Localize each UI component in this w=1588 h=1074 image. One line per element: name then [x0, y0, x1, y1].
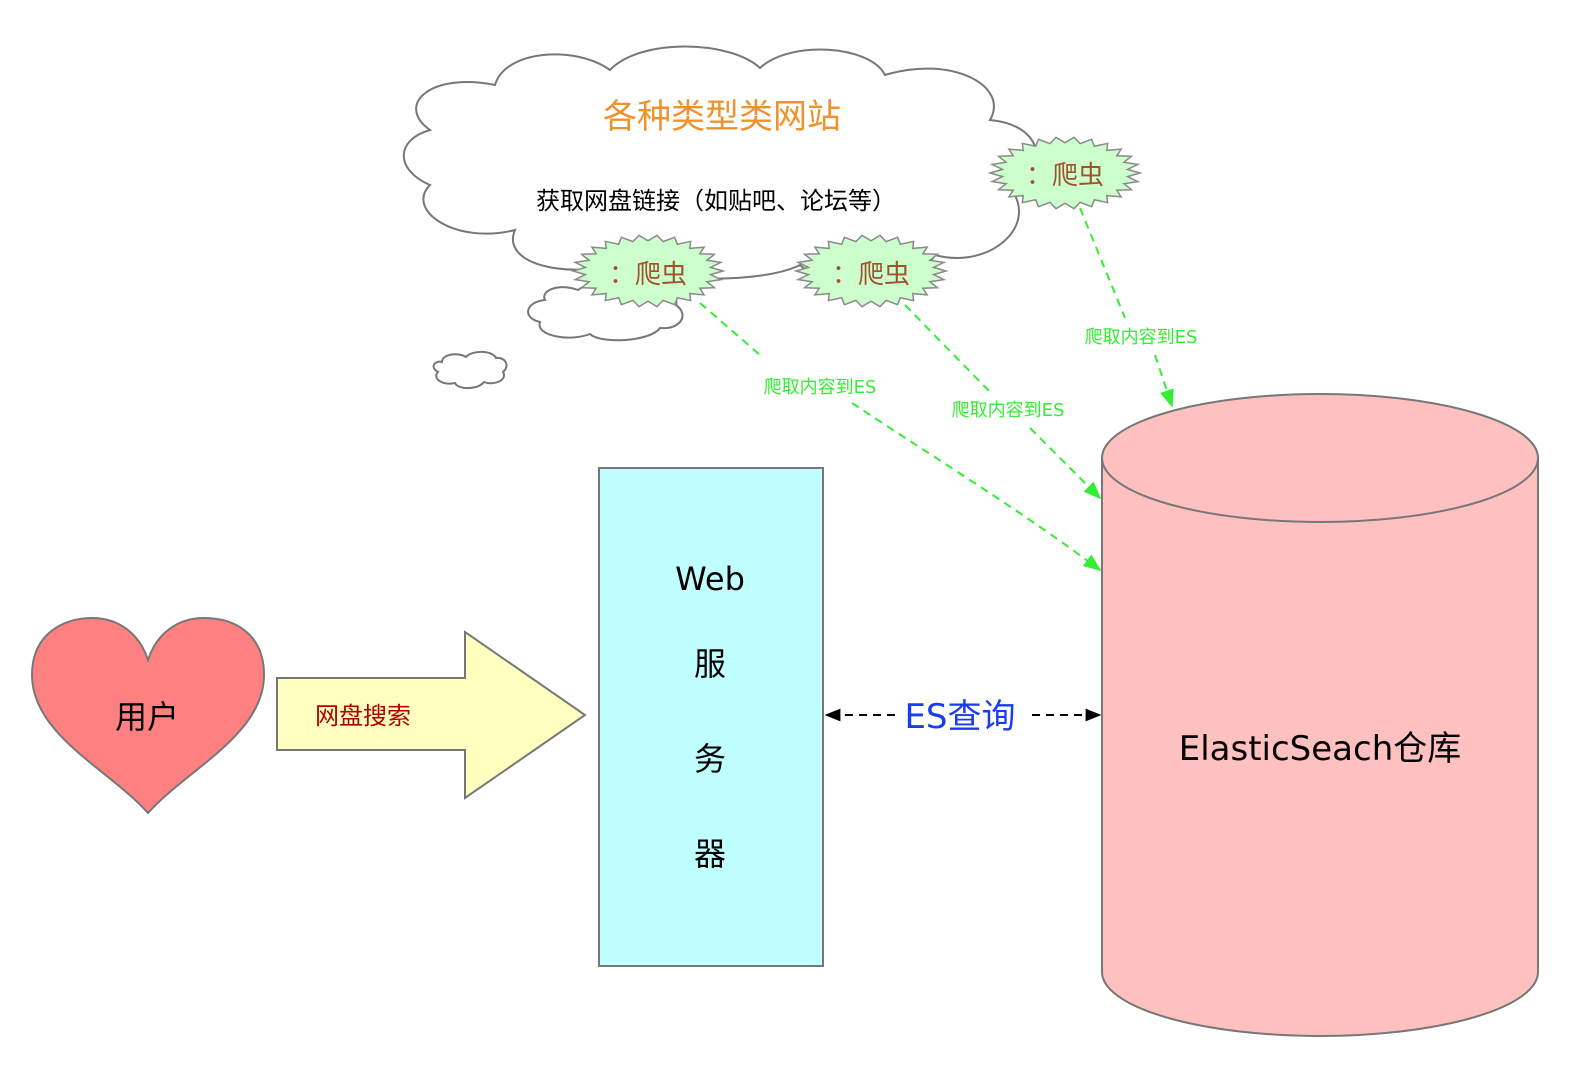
- search-arrow: 网盘搜索: [276, 630, 587, 800]
- search-arrow-label: 网盘搜索: [315, 702, 411, 730]
- es-store-label: ElasticSeach仓库: [1179, 729, 1462, 769]
- cloud-title: 各种类型类网站: [603, 97, 841, 137]
- crawler-label: ：爬虫: [832, 260, 910, 290]
- crawl-edge-label: 爬取内容到ES: [1085, 327, 1198, 348]
- crawl-edge-2: 爬取内容到ES: [904, 304, 1100, 498]
- crawler-label: ：爬虫: [609, 260, 687, 290]
- crawler-label: ：爬虫: [1026, 161, 1104, 191]
- crawl-edge-label: 爬取内容到ES: [764, 377, 877, 398]
- crawl-edge-label: 爬取内容到ES: [952, 400, 1065, 421]
- user-heart: 用户: [30, 616, 266, 815]
- crawl-edge-3: 爬取内容到ES: [1079, 207, 1198, 406]
- crawler-3: ：爬虫: [987, 136, 1143, 210]
- es-query-edge: ES查询: [824, 697, 1102, 737]
- cloud-subtitle: 获取网盘链接（如贴吧、论坛等）: [536, 187, 896, 215]
- es-query-label: ES查询: [904, 697, 1015, 737]
- web-server-label-line3: 务: [694, 740, 726, 778]
- web-server-label-line4: 器: [694, 835, 726, 873]
- web-server: Web 服 务 器: [598, 467, 824, 967]
- web-server-label-line1: Web: [675, 560, 745, 598]
- crawler-1: ：爬虫: [570, 234, 726, 308]
- crawl-edge-1: 爬取内容到ES: [699, 302, 1100, 570]
- crawler-2: ：爬虫: [793, 234, 949, 308]
- website-cloud: 各种类型类网站 获取网盘链接（如贴吧、论坛等）: [402, 45, 1038, 390]
- web-server-label-line2: 服: [694, 645, 726, 683]
- user-label: 用户: [115, 698, 179, 736]
- es-store-cylinder: ElasticSeach仓库: [1101, 393, 1539, 1037]
